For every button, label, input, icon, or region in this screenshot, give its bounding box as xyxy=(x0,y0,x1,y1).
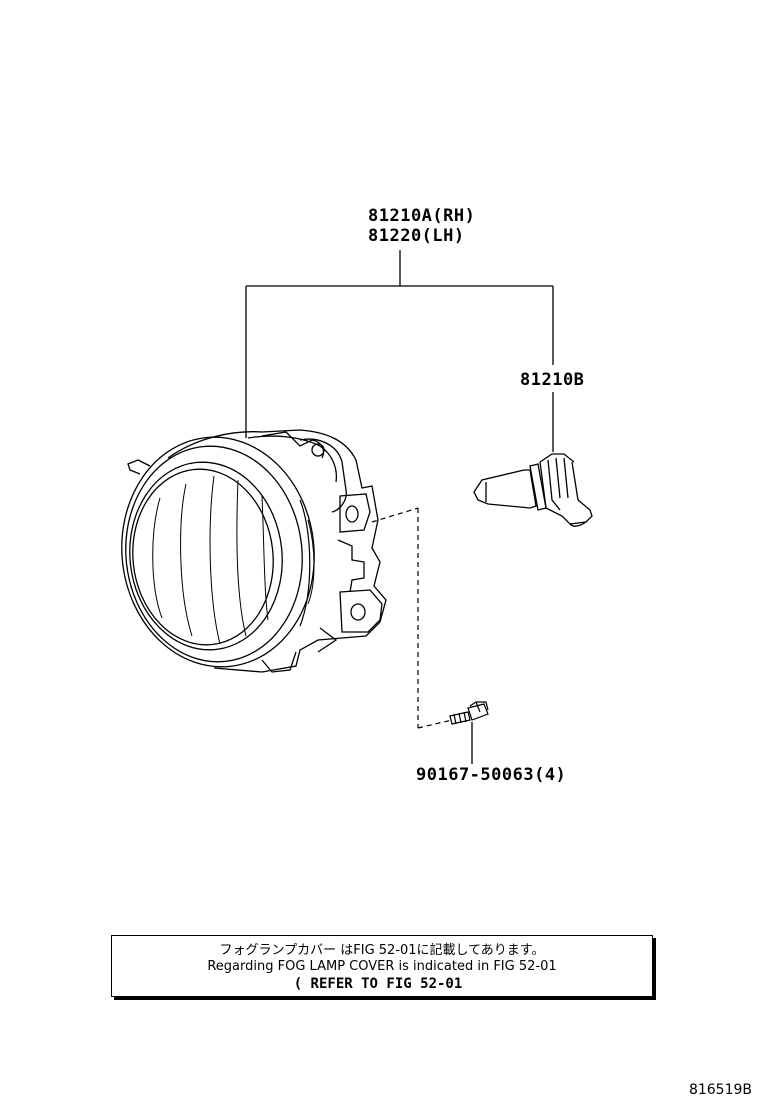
part-number-bulb: 81210B xyxy=(520,370,585,390)
diagram-id: 816519B xyxy=(688,1082,752,1098)
note-english: Regarding FOG LAMP COVER is indicated in… xyxy=(207,959,557,974)
note-refer: ( REFER TO FIG 52-01 xyxy=(293,976,463,992)
bulb-icon xyxy=(473,453,593,527)
fog-lamp-icon xyxy=(121,429,387,673)
part-number-lamp-rh: 81210A(RH) xyxy=(368,206,476,226)
leader-lines xyxy=(245,250,554,764)
part-number-lamp-lh: 81220(LH) xyxy=(368,226,465,246)
note-japanese: フォグランプカバー はFIG 52-01に記載してあります。 xyxy=(219,943,545,958)
dashed-leader xyxy=(371,507,453,729)
reference-note-box: フォグランプカバー はFIG 52-01に記載してあります。 Regarding… xyxy=(111,935,653,997)
part-number-screw: 90167-50063(4) xyxy=(416,765,567,785)
screw-icon xyxy=(449,701,489,725)
